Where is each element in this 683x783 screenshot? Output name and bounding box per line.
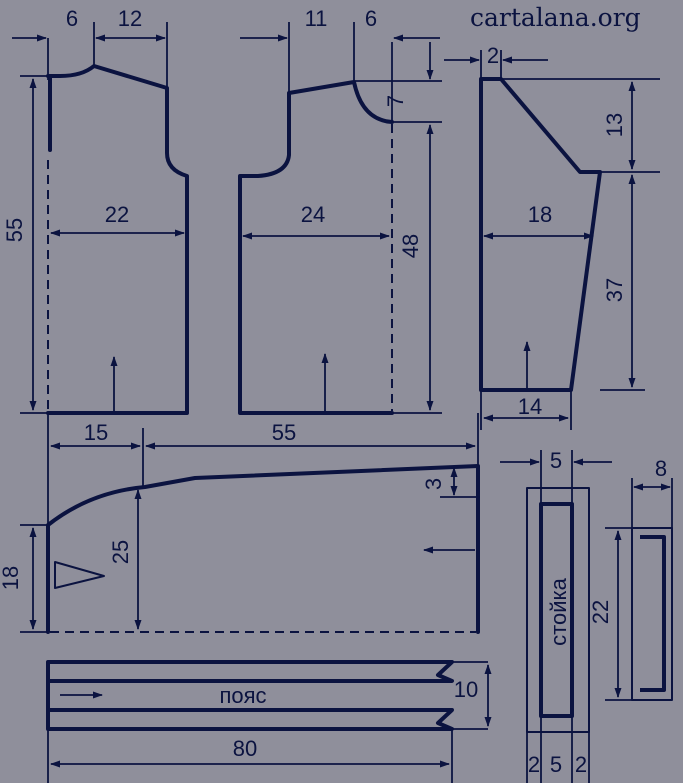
lower-dim-side: 18: [0, 566, 23, 590]
brand-text: cartalana.org: [470, 3, 641, 32]
sleeve-piece: [479, 77, 602, 392]
brand-label: cartalana.org: [470, 3, 641, 32]
back-dim-height: 55: [2, 218, 27, 242]
collar-dim-bottom-a: 2: [528, 752, 540, 777]
sleeve-dim-top: 2: [487, 43, 499, 68]
belt-top-strip: [46, 660, 454, 683]
sleeve-dim-cap: 13: [602, 113, 627, 137]
back-piece: [46, 64, 189, 415]
pocket-dim-height: 22: [588, 600, 613, 624]
belt-dim-length: 80: [233, 736, 257, 761]
lower-dim-center: 25: [108, 540, 133, 564]
front-outline: [238, 80, 394, 415]
pocket-dim-width: 8: [655, 456, 667, 481]
lower-dimensions: [20, 413, 480, 633]
front-piece: [238, 80, 394, 415]
front-dim-top-right: 6: [365, 6, 377, 31]
front-dimensions: [240, 22, 442, 414]
lower-dim-right: 55: [272, 420, 296, 445]
sleeve-dim-height: 37: [602, 278, 627, 302]
front-dim-height: 48: [398, 234, 423, 258]
lower-dim-left: 15: [84, 420, 108, 445]
collar-label: стойка: [546, 577, 571, 645]
back-outline: [46, 64, 189, 415]
lower-panel-outline: [46, 464, 480, 634]
collar-dim-top: 5: [550, 448, 562, 473]
collar-inner: [539, 502, 574, 718]
collar-outer: [526, 487, 590, 733]
pocket-inner: [640, 535, 666, 692]
sleeve-outline: [479, 77, 602, 392]
collar-dim-bottom-b: 5: [550, 752, 562, 777]
front-dim-top-left: 11: [305, 6, 328, 31]
belt-dim-height: 10: [454, 677, 478, 702]
front-dim-width: 24: [301, 202, 325, 227]
pocket-piece: [631, 527, 673, 701]
pocket-outer: [631, 527, 673, 701]
back-dimensions: [12, 22, 185, 414]
sleeve-dimensions: [444, 50, 660, 430]
collar-piece: [526, 487, 590, 733]
belt-piece: [46, 660, 488, 731]
belt-dimensions: [47, 664, 492, 783]
belt-bottom-strip: [46, 708, 454, 731]
back-dim-top-left: 6: [66, 6, 78, 31]
dart-mark: [54, 561, 105, 589]
lower-panel: [46, 464, 480, 634]
collar-dim-bottom-c: 2: [575, 752, 587, 777]
sleeve-dim-width: 18: [528, 202, 552, 227]
collar-dimensions: [500, 450, 612, 783]
back-dim-top-right: 12: [118, 6, 142, 31]
belt-label: пояс: [219, 683, 266, 708]
sleeve-dim-bottom: 14: [518, 394, 542, 419]
lower-dim-rise: 3: [421, 478, 446, 490]
front-dim-neck-depth: 7: [383, 95, 408, 107]
back-dim-width: 22: [105, 202, 129, 227]
pocket-dimensions: [605, 478, 673, 701]
